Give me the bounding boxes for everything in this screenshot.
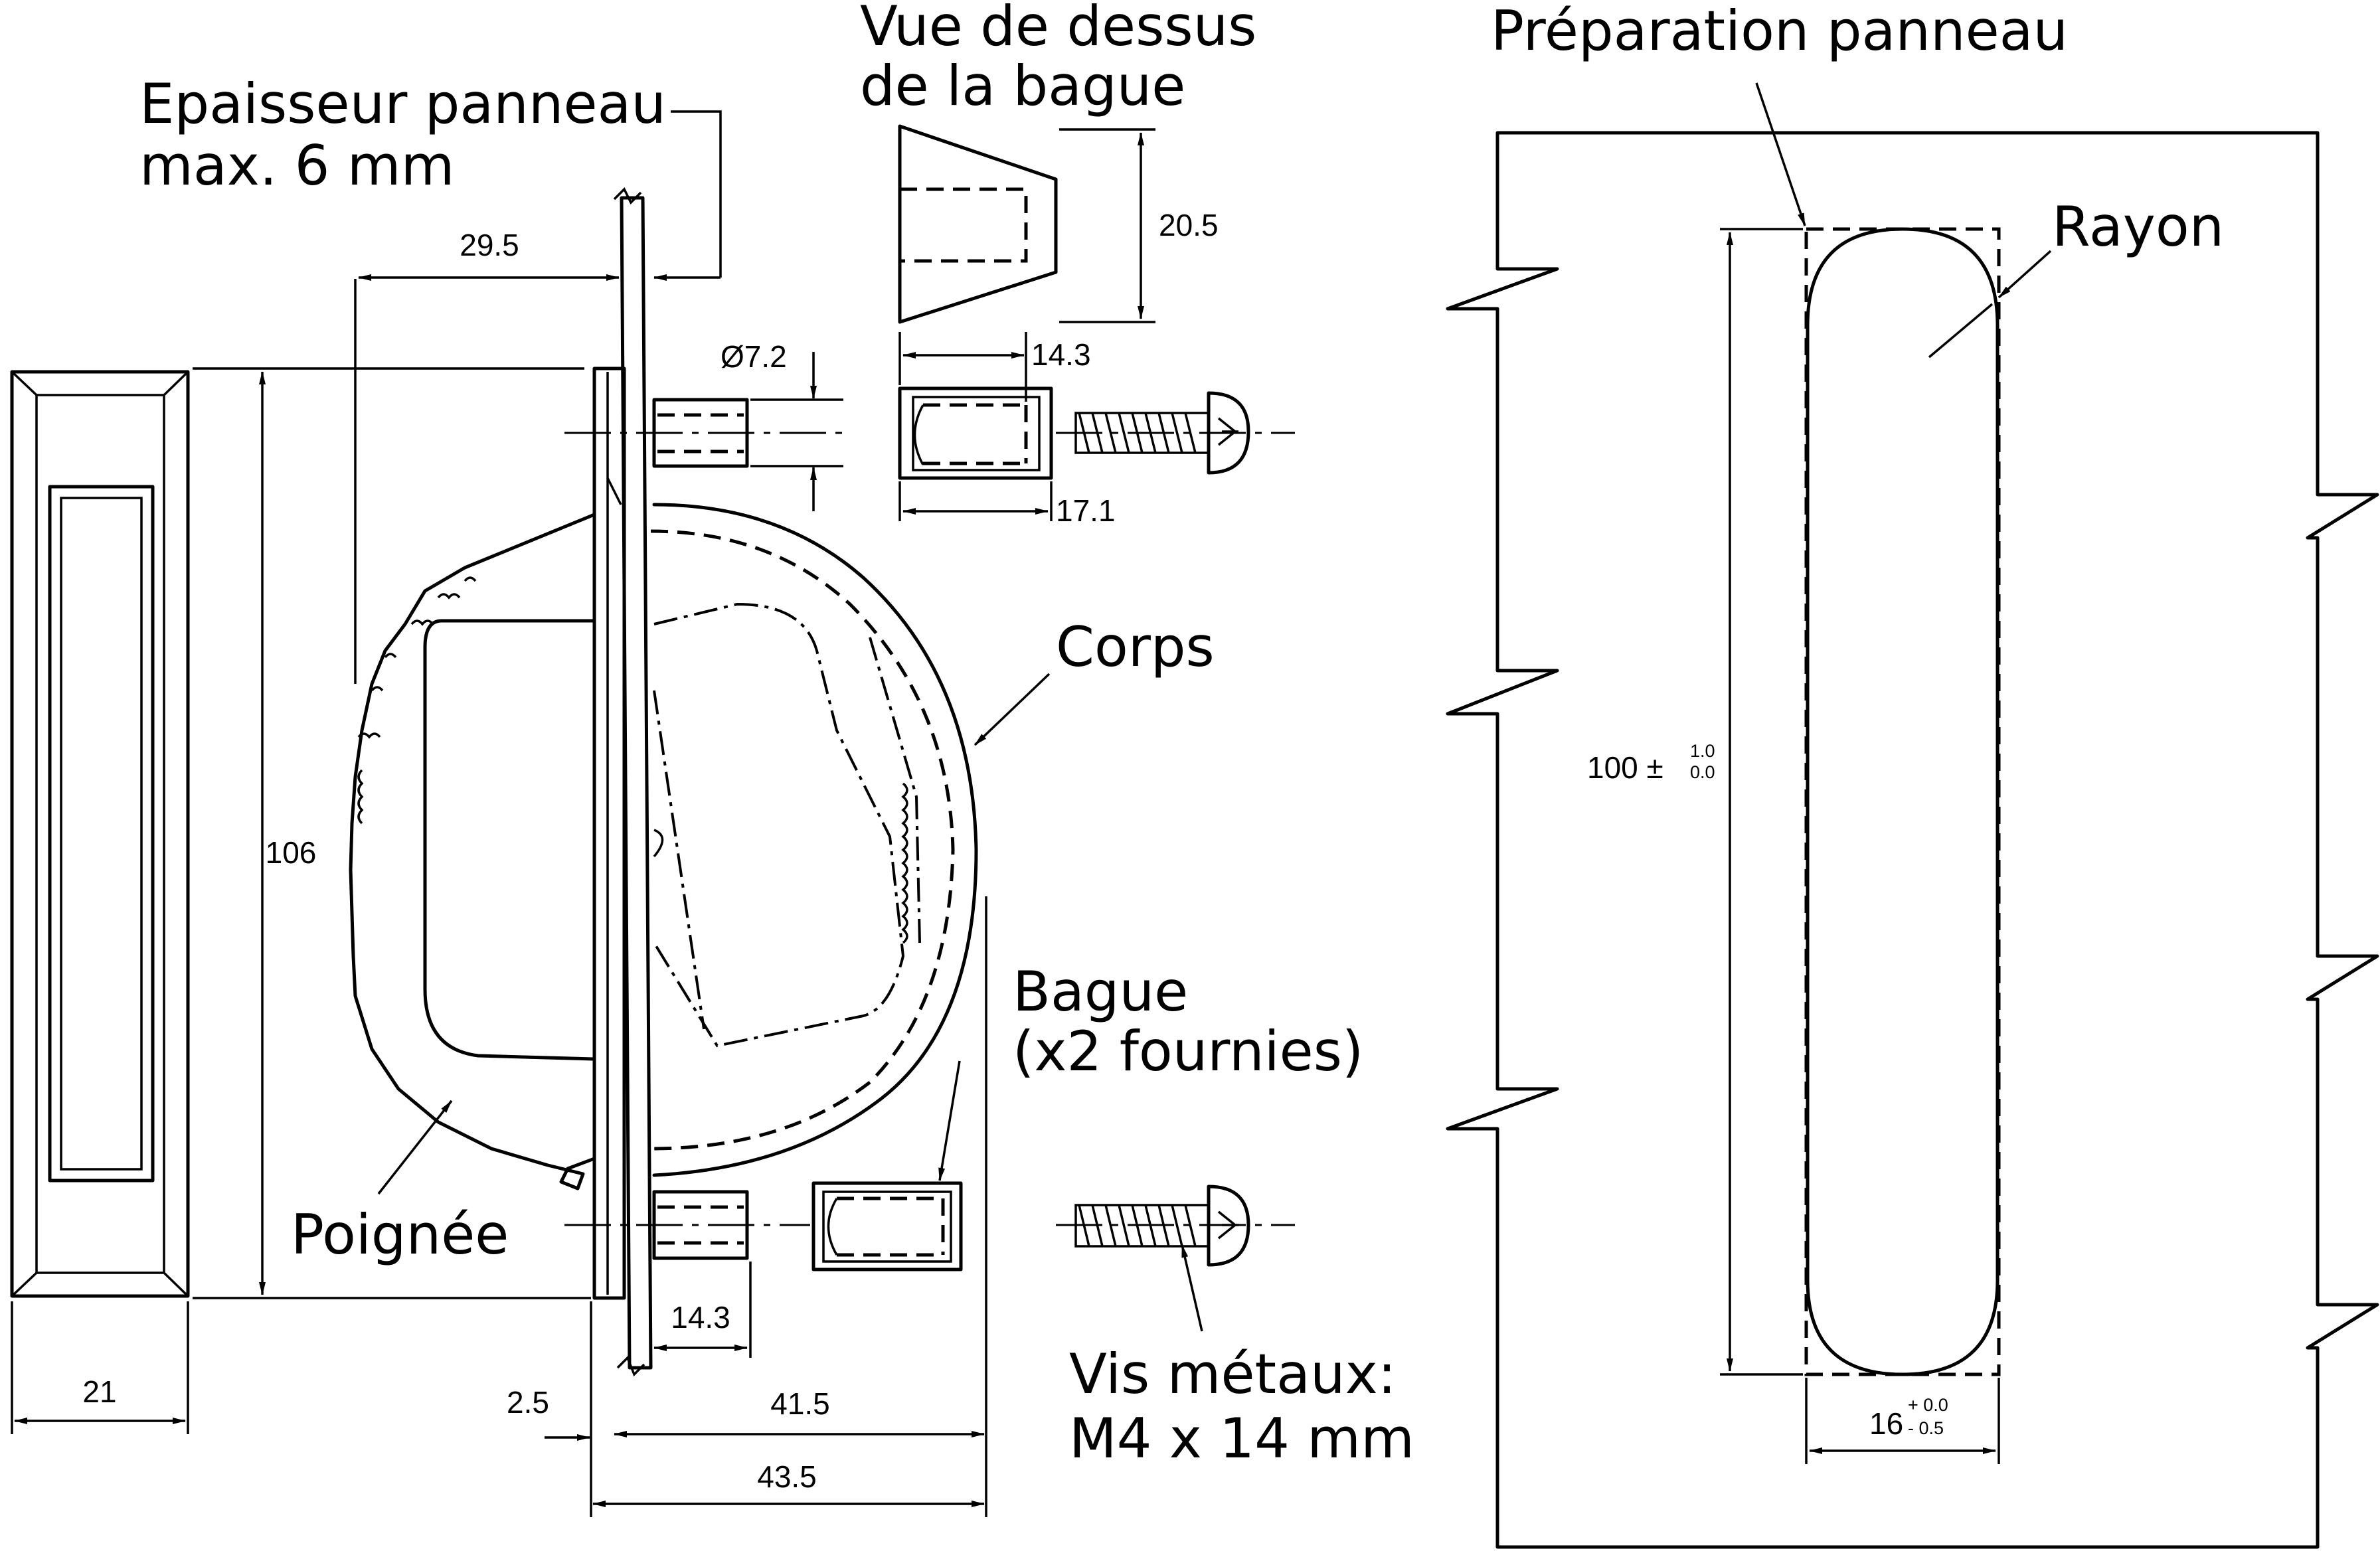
dimension-16-tol-lower: - 0.5	[1908, 1418, 1944, 1438]
dimension-16: 16 + 0.0 - 0.5	[1805, 1378, 2000, 1464]
dimension-100-tol-lower: 0.0	[1690, 762, 1715, 782]
label-vis-line1: Vis métaux:	[1069, 1342, 1397, 1406]
dimension-29-5: 29.5	[354, 228, 620, 684]
dimension-100: 100 ± 1.0 0.0	[1587, 228, 1803, 1376]
dimension-106-text: 106	[266, 835, 317, 870]
dimension-16-tol-upper: + 0.0	[1908, 1395, 1948, 1415]
screw-bottom: Vis métaux: M4 x 14 mm	[1056, 1185, 1414, 1471]
dimension-100-tol-upper: 1.0	[1690, 741, 1715, 761]
screw-top	[1056, 391, 1295, 475]
dimension-100-text: 100 ±	[1587, 750, 1663, 785]
label-vis-line2: M4 x 14 mm	[1069, 1406, 1414, 1471]
dimension-43-5-text: 43.5	[757, 1459, 817, 1494]
dimension-epaisseur: Epaisseur panneau max. 6 mm	[139, 72, 722, 281]
leader-poignee: Poignée	[291, 1100, 509, 1267]
label-rayon: Rayon	[2052, 195, 2224, 259]
flange-plate	[592, 367, 626, 1300]
dimension-21: 21	[11, 1301, 189, 1434]
label-epaisseur-line1: Epaisseur panneau	[139, 72, 666, 136]
body-bosses	[564, 398, 843, 1260]
label-epaisseur-line2: max. 6 mm	[139, 133, 455, 198]
label-corps: Corps	[1056, 615, 1215, 679]
handle-poignee	[349, 513, 596, 1190]
leader-corps: Corps	[974, 615, 1215, 746]
ring-side-bottom: Bague (x2 fournies)	[811, 959, 1363, 1271]
panel-section	[613, 187, 653, 1377]
dimension-20-5-text: 20.5	[1159, 208, 1219, 242]
body-corps	[650, 503, 978, 1177]
front-view-handle	[10, 370, 190, 1298]
label-poignee: Poignée	[291, 1202, 509, 1267]
dimension-43-5: 43.5	[592, 1459, 985, 1507]
panel-preparation-view: Préparation panneau Rayon	[1446, 0, 2379, 1549]
label-preparation-panneau: Préparation panneau	[1491, 0, 2068, 63]
dimension-16-text: 16	[1869, 1406, 1903, 1441]
dimension-17-1-text: 17.1	[1056, 493, 1116, 528]
label-bague-line1: Bague	[1013, 959, 1188, 1024]
dimension-2-5-text: 2.5	[507, 1385, 549, 1420]
dimension-41-5: 41.5	[614, 896, 987, 1517]
ring-top-view: 20.5 Vue de dessus de la bague	[860, 0, 1256, 324]
dimension-14-3-top-text: 14.3	[1031, 337, 1091, 372]
dimension-diameter-7-2: Ø7.2	[721, 339, 843, 511]
label-vue-dessus-line1: Vue de dessus	[860, 0, 1256, 58]
dimension-14-3-bottom-text: 14.3	[671, 1300, 730, 1335]
dimension-29-5-text: 29.5	[460, 228, 519, 262]
dimension-41-5-text: 41.5	[770, 1386, 830, 1421]
dimension-106: 106	[193, 367, 591, 1299]
dimension-21-text: 21	[82, 1374, 116, 1409]
dimension-2-5: 2.5	[507, 1301, 592, 1517]
dimension-7-2-text: Ø7.2	[721, 339, 787, 374]
label-vue-dessus-line2: de la bague	[860, 54, 1185, 118]
dimension-14-3-bottom: 14.3	[653, 1262, 752, 1358]
ring-side-top: 14.3 17.1	[898, 332, 1116, 528]
label-bague-line2: (x2 fournies)	[1013, 1019, 1363, 1084]
